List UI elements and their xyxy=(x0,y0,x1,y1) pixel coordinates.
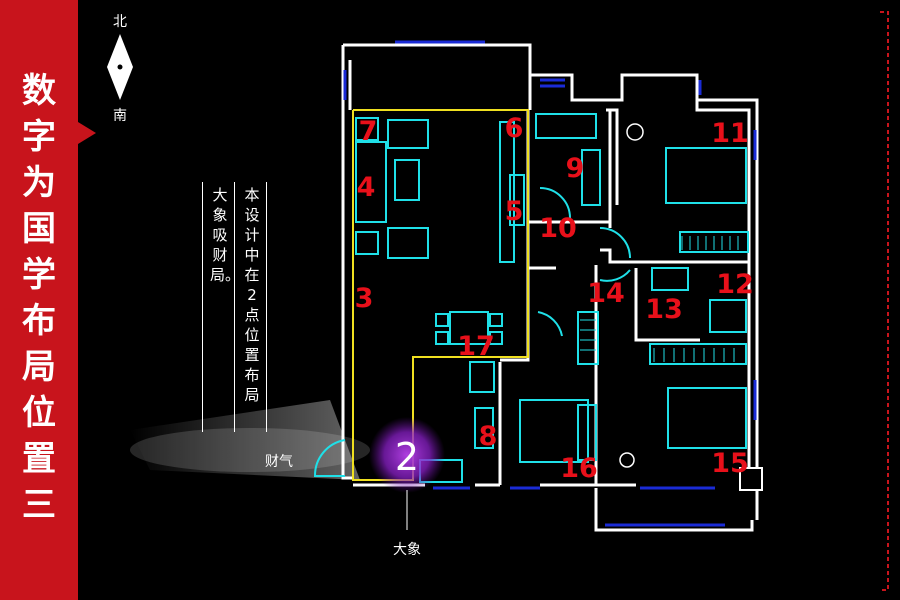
title-char: 数 xyxy=(22,71,56,111)
title-char: 位 xyxy=(22,393,56,433)
living-area-outline xyxy=(352,109,529,481)
title-char: 三 xyxy=(22,485,56,525)
room-number: 5 xyxy=(505,196,524,227)
room-number: 12 xyxy=(716,269,754,300)
title-char: 学 xyxy=(22,255,56,295)
room-number: 4 xyxy=(357,172,376,203)
sidebar: 数 字 为 国 学 布 局 位 置 三 xyxy=(0,0,78,600)
caption-divider xyxy=(202,182,203,432)
sidebar-arrow-icon xyxy=(78,122,96,144)
furniture xyxy=(313,113,749,483)
walls xyxy=(341,43,759,532)
compass-north: 北 xyxy=(113,14,127,30)
room-number: 6 xyxy=(505,113,524,144)
sidebar-title: 数 字 为 国 学 布 局 位 置 三 xyxy=(0,68,78,528)
compass-icon: 北 南 xyxy=(107,14,133,124)
room-number: 15 xyxy=(711,448,749,479)
room-number: 8 xyxy=(479,421,498,452)
room-number: 13 xyxy=(645,294,683,325)
windows xyxy=(343,40,757,527)
caption-divider xyxy=(266,182,267,432)
caption-column-1: 本设计中在2点位置布局 xyxy=(244,186,260,404)
elephant-marker xyxy=(369,417,445,493)
caption-divider xyxy=(234,182,235,432)
room-number: 16 xyxy=(560,453,598,484)
frame-corners xyxy=(880,11,889,591)
stair-stripes xyxy=(580,236,739,362)
wealth-qi-label: 财气 xyxy=(265,454,293,470)
room-numbers: 7 6 11 4 9 5 10 12 3 14 13 17 8 16 15 xyxy=(355,113,754,484)
compass-south: 南 xyxy=(113,108,127,124)
room-number: 3 xyxy=(355,283,374,314)
title-char: 布 xyxy=(22,301,56,341)
room-number: 10 xyxy=(539,213,577,244)
room-number: 17 xyxy=(457,331,495,362)
title-char: 国 xyxy=(22,209,56,249)
room-number: 9 xyxy=(566,153,585,184)
room-number: 11 xyxy=(711,118,749,149)
title-char: 置 xyxy=(22,439,56,479)
title-char: 局 xyxy=(22,347,56,387)
room-number: 7 xyxy=(359,116,378,147)
room-number: 14 xyxy=(587,278,625,309)
title-char: 为 xyxy=(22,163,56,203)
elephant-label: 大象 xyxy=(393,542,421,558)
wealth-mist xyxy=(130,400,360,480)
elephant-marker-number: 2 xyxy=(395,435,419,479)
title-char: 字 xyxy=(22,117,56,157)
